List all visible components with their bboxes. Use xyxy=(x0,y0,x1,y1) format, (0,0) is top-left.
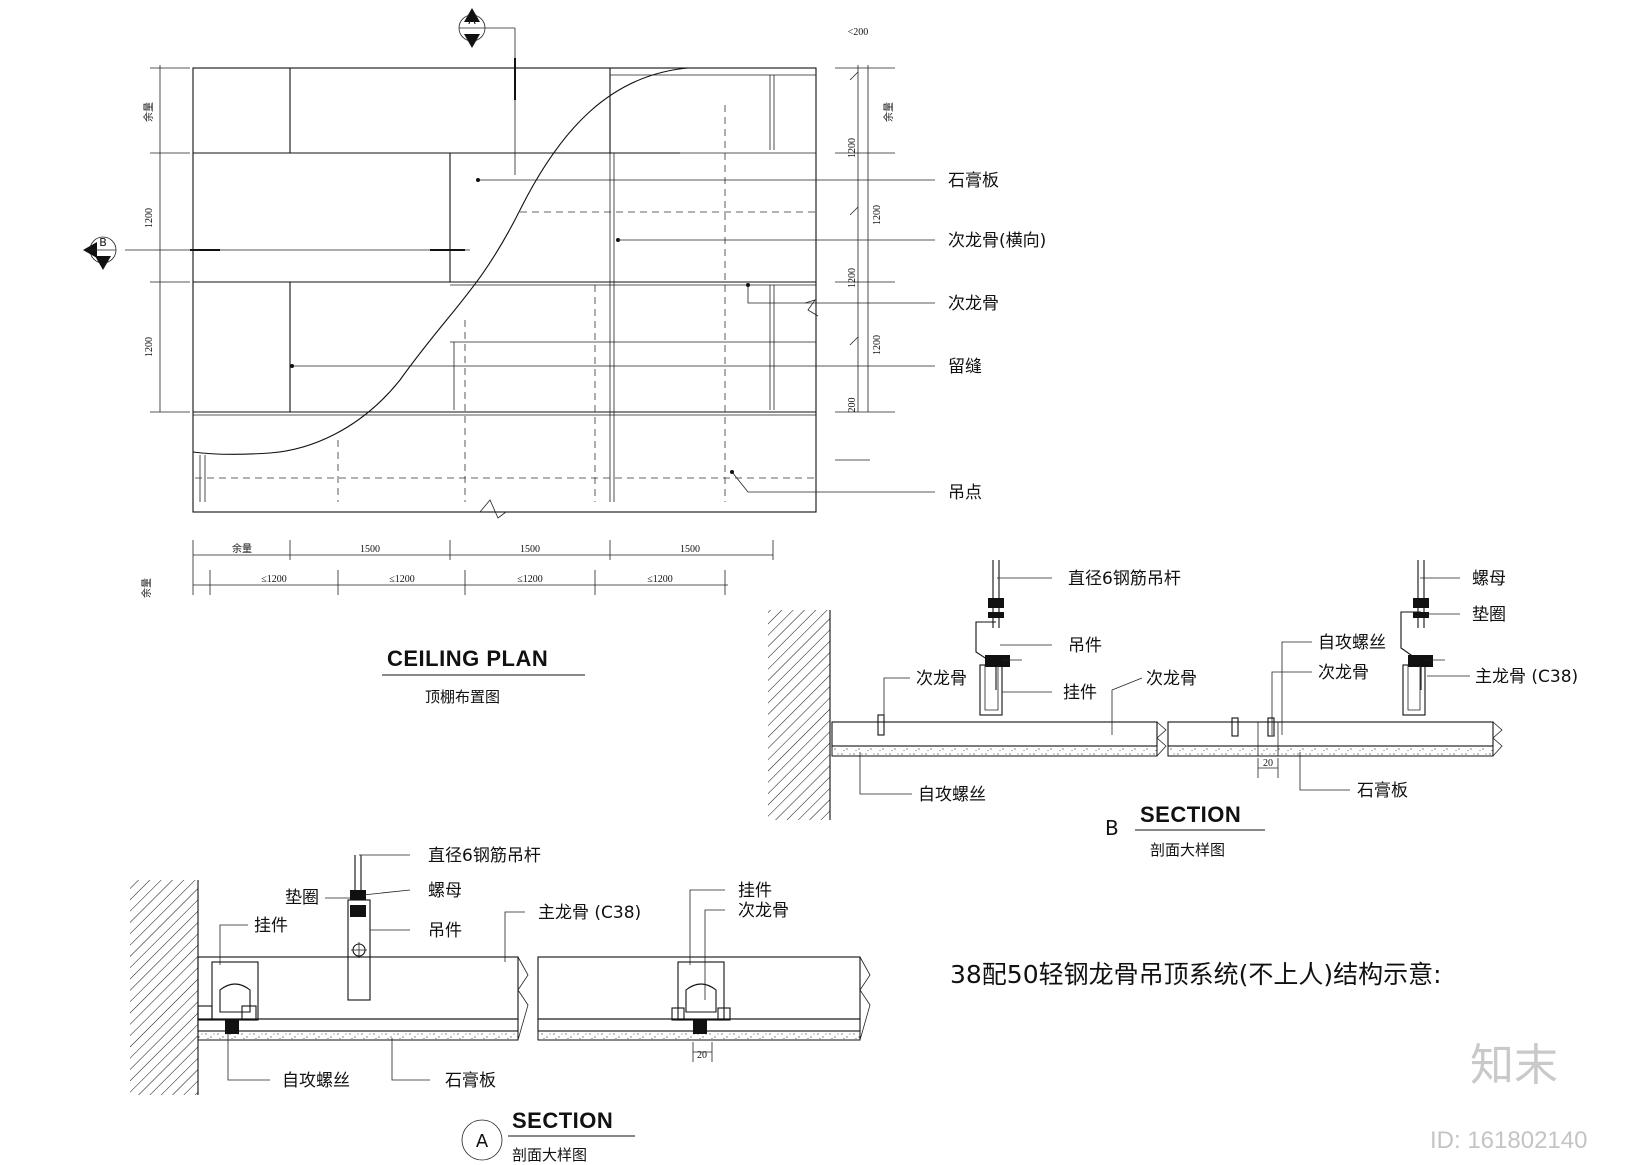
section-a-marker: A xyxy=(476,1131,489,1152)
watermark-id: ID: 161802140 xyxy=(1430,1127,1587,1154)
section-a-rod: 直径6钢筋吊杆 xyxy=(428,846,541,866)
section-b-nut: 螺母 xyxy=(1472,569,1506,589)
section-b-clip: 挂件 xyxy=(1063,683,1097,703)
section-a-title: SECTION xyxy=(512,1108,613,1133)
section-b-dim: 20 xyxy=(1263,758,1273,769)
section-a-washer: 垫圈 xyxy=(285,888,319,908)
plan-callout-cross-joist: 次龙骨(横向) xyxy=(948,231,1046,251)
section-b-subtitle: 剖面大样图 xyxy=(1150,841,1225,859)
section-b-secondary-left: 次龙骨 xyxy=(916,669,967,689)
section-b-washer: 垫圈 xyxy=(1472,605,1506,625)
section-a-main: 主龙骨 (C38) xyxy=(538,903,641,923)
section-b: 20 直径6钢筋吊杆 吊件 次龙骨 挂件 次龙骨 自攻螺丝 螺母 垫圈 自攻螺丝… xyxy=(768,560,1578,859)
plan-left-dim-0: 余量 xyxy=(142,102,155,122)
section-a-board: 石膏板 xyxy=(445,1070,496,1091)
plan-callout-gypsum: 石膏板 xyxy=(948,170,999,191)
section-b-rod: 直径6钢筋吊杆 xyxy=(1068,569,1181,589)
plan-bottom-dim-5: ≤1200 xyxy=(389,574,415,585)
plan-marker-a: A xyxy=(468,14,476,27)
plan-bottom-dim-lead: 余量 xyxy=(140,578,153,598)
section-b-screw: 自攻螺丝 xyxy=(918,785,986,805)
section-b-board: 石膏板 xyxy=(1357,780,1408,801)
plan-marker-b: B xyxy=(99,236,107,249)
plan-callout-gap: 留缝 xyxy=(948,357,982,377)
plan-right-dim-0: 余量 xyxy=(882,102,895,122)
section-b-secondary-right: 次龙骨 xyxy=(1318,663,1369,683)
plan-bottom-dim-2: 1500 xyxy=(520,544,540,555)
section-a-dim: 20 xyxy=(697,1050,707,1061)
plan-title: CEILING PLAN xyxy=(387,646,548,671)
section-b-hanger: 吊件 xyxy=(1068,636,1102,656)
plan-bottom-dim-4: ≤1200 xyxy=(261,574,287,585)
section-b-marker: B xyxy=(1105,816,1119,840)
plan-top-note: <200 xyxy=(848,27,869,38)
plan-bottom-dim-3: 1500 xyxy=(680,544,700,555)
plan-callout-hang-point: 吊点 xyxy=(948,483,982,503)
plan-right-dim-5: 200 xyxy=(847,398,858,413)
section-a: 20 直径6钢筋吊杆 垫圈 螺母 挂件 吊件 主龙骨 (C38) 挂件 次龙骨 … xyxy=(130,846,871,1164)
plan-right-dim-1: 1200 xyxy=(847,138,858,158)
section-a-secondary: 次龙骨 xyxy=(738,901,789,921)
section-a-clip-left: 挂件 xyxy=(254,916,288,936)
section-a-hanger: 吊件 xyxy=(428,921,462,941)
section-a-clip-right: 挂件 xyxy=(738,881,772,901)
plan-right-dim-4: 1200 xyxy=(872,335,883,355)
section-b-main: 主龙骨 (C38) xyxy=(1475,667,1578,687)
plan-bottom-dim-1: 1500 xyxy=(360,544,380,555)
section-a-screw: 自攻螺丝 xyxy=(282,1071,350,1091)
plan-bottom-dim-6: ≤1200 xyxy=(517,574,543,585)
ceiling-plan: A B 余量 1200 1200 <200 余量 1200 1200 1200 xyxy=(83,8,1046,706)
plan-subtitle: 顶棚布置图 xyxy=(425,688,500,706)
section-b-title: SECTION xyxy=(1140,802,1241,827)
section-a-nut: 螺母 xyxy=(428,881,462,901)
plan-bottom-dim-7: ≤1200 xyxy=(647,574,673,585)
drawing-caption: 38配50轻钢龙骨吊顶系统(不上人)结构示意: xyxy=(950,960,1442,989)
section-b-self-tap: 自攻螺丝 xyxy=(1318,633,1386,653)
plan-bottom-dim-0: 余量 xyxy=(232,542,252,555)
plan-right-dim-2: 1200 xyxy=(872,205,883,225)
watermark-brand: 知末 xyxy=(1470,1040,1558,1091)
plan-left-dim-2: 1200 xyxy=(144,337,155,357)
section-a-subtitle: 剖面大样图 xyxy=(512,1146,587,1164)
plan-left-dim-1: 1200 xyxy=(144,208,155,228)
plan-right-dim-3: 1200 xyxy=(847,268,858,288)
section-b-secondary-mid: 次龙骨 xyxy=(1146,669,1197,689)
plan-callout-joist: 次龙骨 xyxy=(948,294,999,314)
